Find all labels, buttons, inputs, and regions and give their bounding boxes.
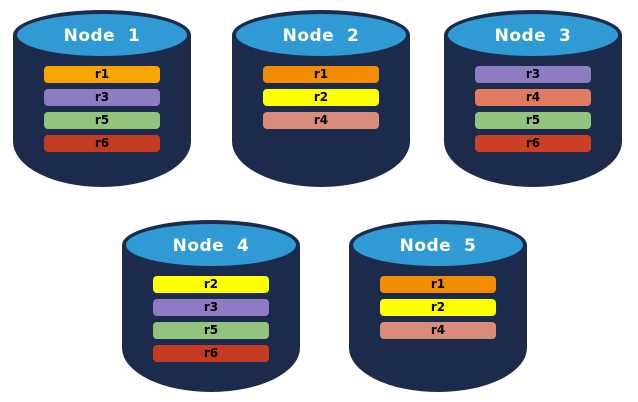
replica-bar: r1 [380,276,496,293]
cylinder-body [13,35,191,187]
cylinder-top: Node 4 [122,220,300,270]
node-cylinder-1: Node 1 r1 r3 r5 r6 [13,10,191,187]
cylinder-body [232,35,410,187]
replica-bar: r5 [44,112,160,129]
replica-bar-list: r1 r3 r5 r6 [13,66,191,152]
replica-bar: r3 [475,66,591,83]
node-cylinder-3: Node 3 r3 r4 r5 r6 [444,10,622,187]
node-cylinder-4: Node 4 r2 r3 r5 r6 [122,220,300,392]
node-cylinder-5: Node 5 r1 r2 r4 [349,220,527,392]
replica-bar: r4 [380,322,496,339]
replica-bar: r4 [475,89,591,106]
cylinder-top: Node 1 [13,10,191,60]
replica-bar: r2 [153,276,269,293]
replica-bar: r2 [380,299,496,316]
replica-bar: r6 [153,345,269,362]
node-title: Node 4 [172,236,250,256]
replica-bar: r6 [44,135,160,152]
replica-bar-list: r3 r4 r5 r6 [444,66,622,152]
cylinder-body [444,35,622,187]
replica-bar: r6 [475,135,591,152]
replica-bar: r1 [44,66,160,83]
cylinder-top: Node 5 [349,220,527,270]
replica-bar-list: r1 r2 r4 [232,66,410,129]
replica-bar: r3 [153,299,269,316]
node-title: Node 5 [399,236,477,256]
replica-bar: r2 [263,89,379,106]
replica-bar: r5 [475,112,591,129]
replica-bar: r3 [44,89,160,106]
node-cylinder-2: Node 2 r1 r2 r4 [232,10,410,187]
node-title: Node 1 [63,26,141,46]
cylinder-top: Node 2 [232,10,410,60]
cylinder-top: Node 3 [444,10,622,60]
replica-bar-list: r1 r2 r4 [349,276,527,339]
replica-bar: r5 [153,322,269,339]
replica-bar: r1 [263,66,379,83]
node-title: Node 2 [282,26,360,46]
replica-bar-list: r2 r3 r5 r6 [122,276,300,362]
replica-bar: r4 [263,112,379,129]
node-title: Node 3 [494,26,572,46]
